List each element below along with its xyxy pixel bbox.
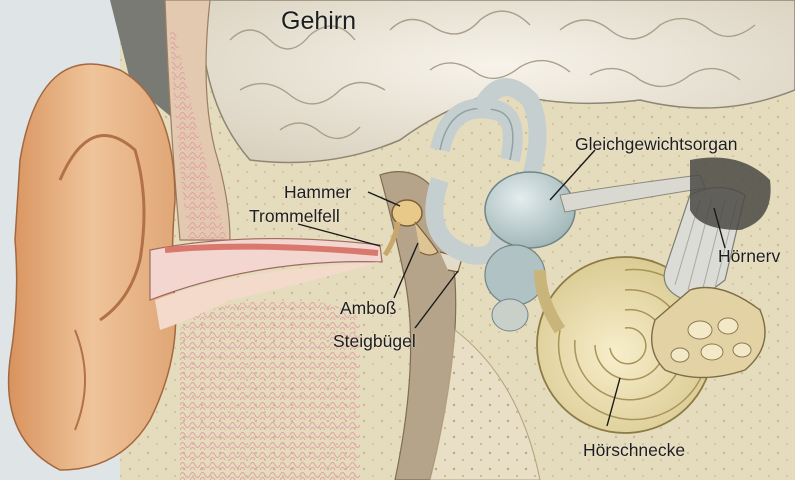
label-steigbuegel: Steigbügel (333, 331, 416, 351)
vestibular-organ (425, 78, 576, 332)
label-hoernerv: Hörnerv (718, 246, 781, 266)
leader-lines (297, 149, 726, 427)
label-gleichgewichtsorgan: Gleichgewichtsorgan (575, 134, 738, 154)
amboss-leader (393, 242, 419, 299)
outer-ear (7, 0, 231, 471)
label-hoerschnecke: Hörschnecke (583, 440, 686, 460)
hoerschnecke-leader (606, 377, 621, 427)
steigbuegel-leader (414, 270, 459, 329)
ossicles (382, 199, 463, 273)
label-trommelfell: Trommelfell (249, 206, 340, 226)
label-amboss: Amboß (340, 298, 397, 318)
ear-canal (149, 237, 383, 480)
hoernerv-leader (713, 207, 726, 249)
auditory-nerve (559, 157, 771, 379)
label-gehirn: Gehirn (281, 7, 357, 35)
label-hammer: Hammer (284, 182, 352, 202)
gleichgewichtsorgan-leader (549, 149, 596, 201)
trommelfell-leader (297, 223, 381, 247)
hammer-handle (382, 221, 401, 257)
amboss-bone (414, 221, 439, 256)
hammer-leader (367, 191, 401, 207)
hair (110, 0, 180, 120)
